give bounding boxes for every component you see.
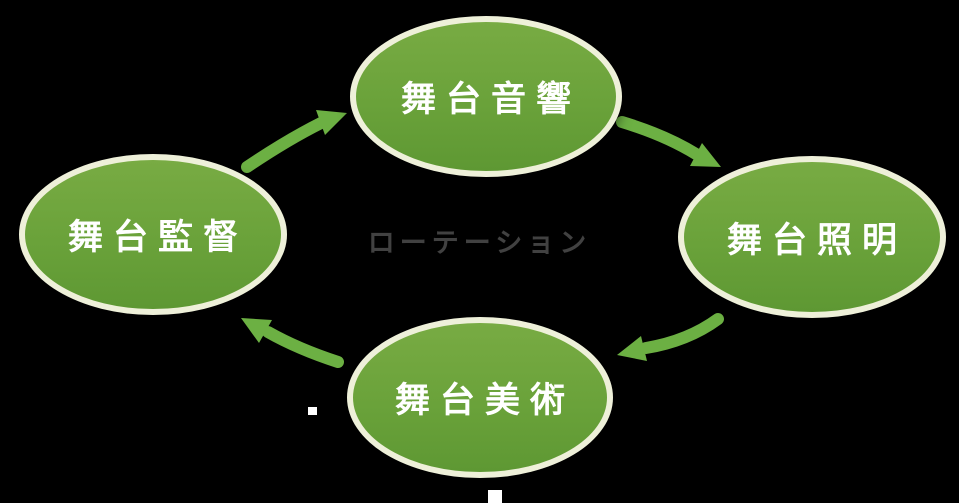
node-stage-lighting: 舞台照明 xyxy=(678,156,946,318)
arrow-sound-to-lighting-icon xyxy=(616,116,721,167)
node-stage-lighting-label: 舞台照明 xyxy=(726,220,907,261)
rotation-center-label: ローテーション xyxy=(367,228,592,259)
node-stage-director-label: 舞台監督 xyxy=(67,218,248,258)
node-stage-director: 舞台監督 xyxy=(19,154,287,315)
node-stage-sound-label: 舞台音響 xyxy=(400,80,581,120)
arrow-lighting-to-art-icon xyxy=(617,313,724,361)
node-stage-art: 舞台美術 xyxy=(347,317,613,478)
artifact-dot xyxy=(488,490,502,503)
arrow-art-to-director-icon xyxy=(241,318,344,368)
artifact-dot xyxy=(308,407,317,415)
arrow-director-to-sound-icon xyxy=(241,110,347,173)
node-stage-sound: 舞台音響 xyxy=(350,16,622,177)
node-stage-art-label: 舞台美術 xyxy=(394,381,575,421)
